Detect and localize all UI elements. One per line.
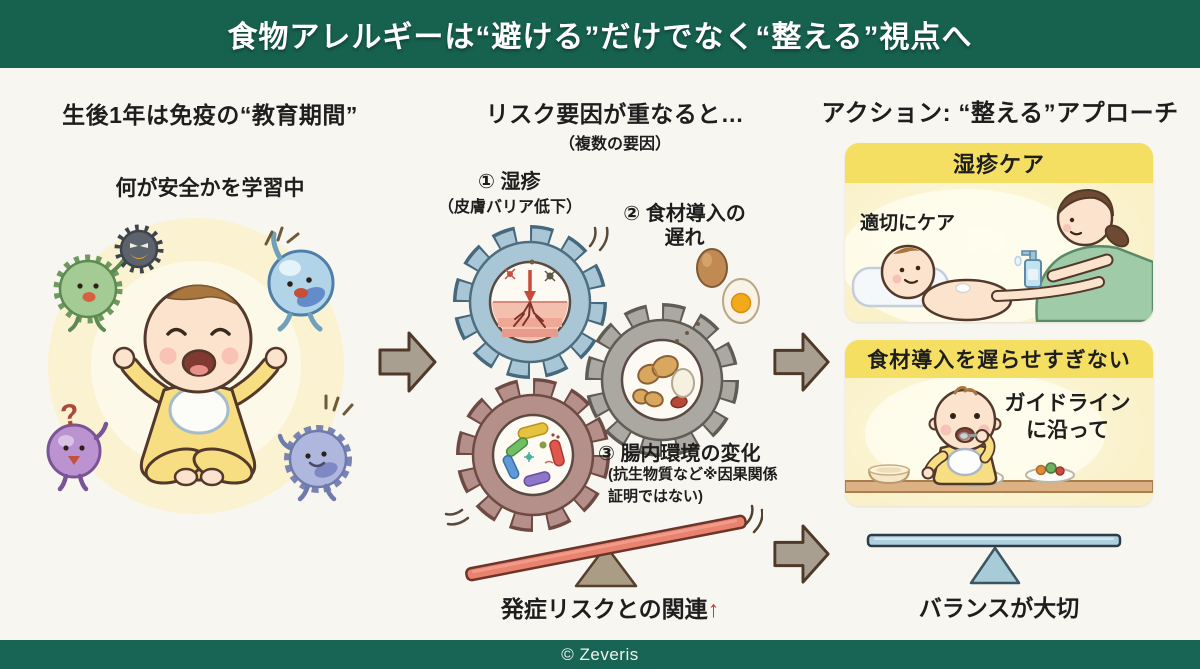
gut-flora-gear-icon — [444, 378, 610, 532]
left-section-title: 生後1年は免疫の“教育期間” — [62, 102, 358, 128]
bacteria-icons — [502, 422, 565, 487]
footer-bar: © Zeveris — [0, 640, 1200, 669]
factor1-note: （皮膚バリア低下） — [438, 199, 583, 216]
arrow-middle-to-card2-icon — [773, 332, 830, 392]
left-subtitle: 何が安全かを学習中 — [115, 177, 305, 200]
card1-label: 適切にケア — [860, 213, 956, 234]
bib — [168, 385, 230, 435]
dark-spiky-microbe-icon — [114, 224, 164, 274]
baby-lying — [880, 244, 1013, 322]
question-mark: ? — [59, 398, 82, 433]
baby-illustration — [112, 284, 288, 487]
card2-label: ガイドライン に沿って — [1004, 392, 1131, 443]
bowl-icon — [867, 464, 911, 485]
middle-section-title: リスク要因が重なると… — [485, 101, 745, 127]
bib — [946, 447, 984, 477]
food-gear-icon — [585, 303, 739, 457]
arrow-middle-to-balance-icon — [773, 524, 830, 584]
lotion-dab — [955, 282, 971, 294]
lavender-microbe-icon — [277, 394, 354, 502]
food-introduction-card: 食材導入を遅らせすぎない — [845, 340, 1153, 506]
card2-header: 食材導入を遅らせすぎない — [845, 340, 1153, 378]
factor3-label: ③ 腸内環境の変化 — [598, 443, 761, 465]
balance-seesaw-illustration — [866, 533, 1122, 585]
card1-header: 湿疹ケア — [845, 143, 1153, 183]
blue-microbe-icon — [264, 226, 335, 332]
middle-subtitle: （複数の要因） — [558, 136, 671, 153]
factor1-label: ① 湿疹 — [478, 171, 541, 193]
factor3-note: (抗生物質など※因果関係 証明ではない) — [608, 466, 778, 505]
emphasis-marks — [324, 394, 354, 416]
baby-eating-illustration — [845, 378, 1153, 493]
risk-gears-illustration — [444, 225, 760, 532]
up-arrow-icon: ↑ — [707, 596, 720, 622]
eczema-care-card: 湿疹ケア — [845, 143, 1153, 322]
purple-microbe-icon — [46, 421, 109, 492]
skin-barrier-gear-icon — [453, 225, 609, 379]
baby-immune-illustration: ? — [46, 218, 354, 514]
balance-caption: バランスが大切 — [918, 595, 1080, 621]
page-title: 食物アレルギーは“避ける”だけでなく“整える”視点へ — [227, 21, 973, 54]
copyright: © Zeveris — [561, 644, 639, 664]
eczema-care-illustration — [845, 188, 1153, 322]
mother-figure — [991, 188, 1153, 322]
lotion-bottle-icon — [1014, 250, 1042, 288]
right-section-title: アクション: “整える”アプローチ — [821, 100, 1179, 127]
factor2-label: ② 食材導入の 遅れ — [623, 203, 746, 249]
emphasis-marks — [264, 226, 300, 246]
allergen-particles — [504, 259, 556, 282]
ponytail — [1104, 224, 1130, 248]
risk-seesaw-illustration — [465, 504, 763, 588]
peanut-egg-icons — [632, 355, 695, 409]
baby-eating — [921, 386, 1002, 486]
header-banner: 食物アレルギーは“避ける”だけでなく“整える”視点へ — [0, 0, 1200, 68]
egg-icons — [675, 248, 760, 343]
arrow-left-to-middle-icon — [378, 331, 437, 393]
green-microbe-icon — [53, 254, 128, 332]
spoon-icon — [958, 431, 970, 441]
risk-caption: 発症リスクとの関連↑ — [500, 596, 720, 622]
